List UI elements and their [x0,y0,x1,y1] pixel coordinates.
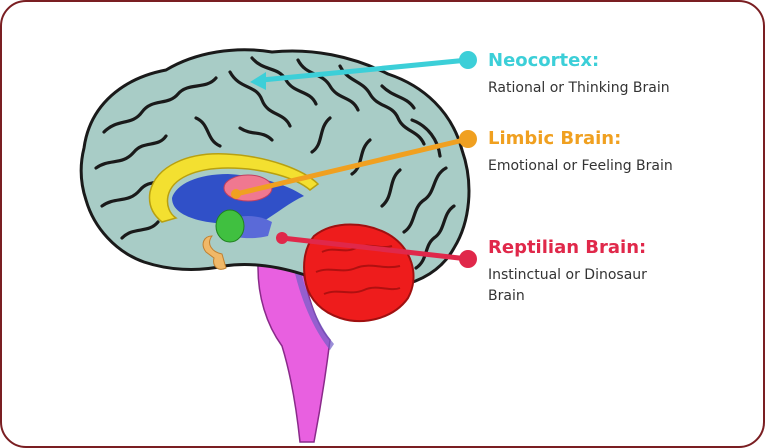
neocortex-label: Neocortex: Rational or Thinking Brain [488,50,670,99]
reptilian-title: Reptilian Brain: [488,237,647,258]
limbic-title: Limbic Brain: [488,128,622,149]
neocortex-pointer [250,51,477,90]
hippocampus [202,235,227,270]
reptilian-pointer [276,232,477,268]
limbic-label: Limbic Brain: Emotional or Feeling Brain [488,128,673,177]
limbic-description: Emotional or Feeling Brain [488,158,673,174]
reptilian-label: Reptilian Brain: Instinctual or Dinosaur… [488,237,648,307]
neocortex-description: Rational or Thinking Brain [488,80,670,96]
amygdala [215,209,245,243]
limbic-pointer [231,130,477,199]
neocortex-title: Neocortex: [488,50,600,71]
reptilian-description: Instinctual or Dinosaur Brain [488,267,647,304]
corpus-callosum [148,153,320,223]
